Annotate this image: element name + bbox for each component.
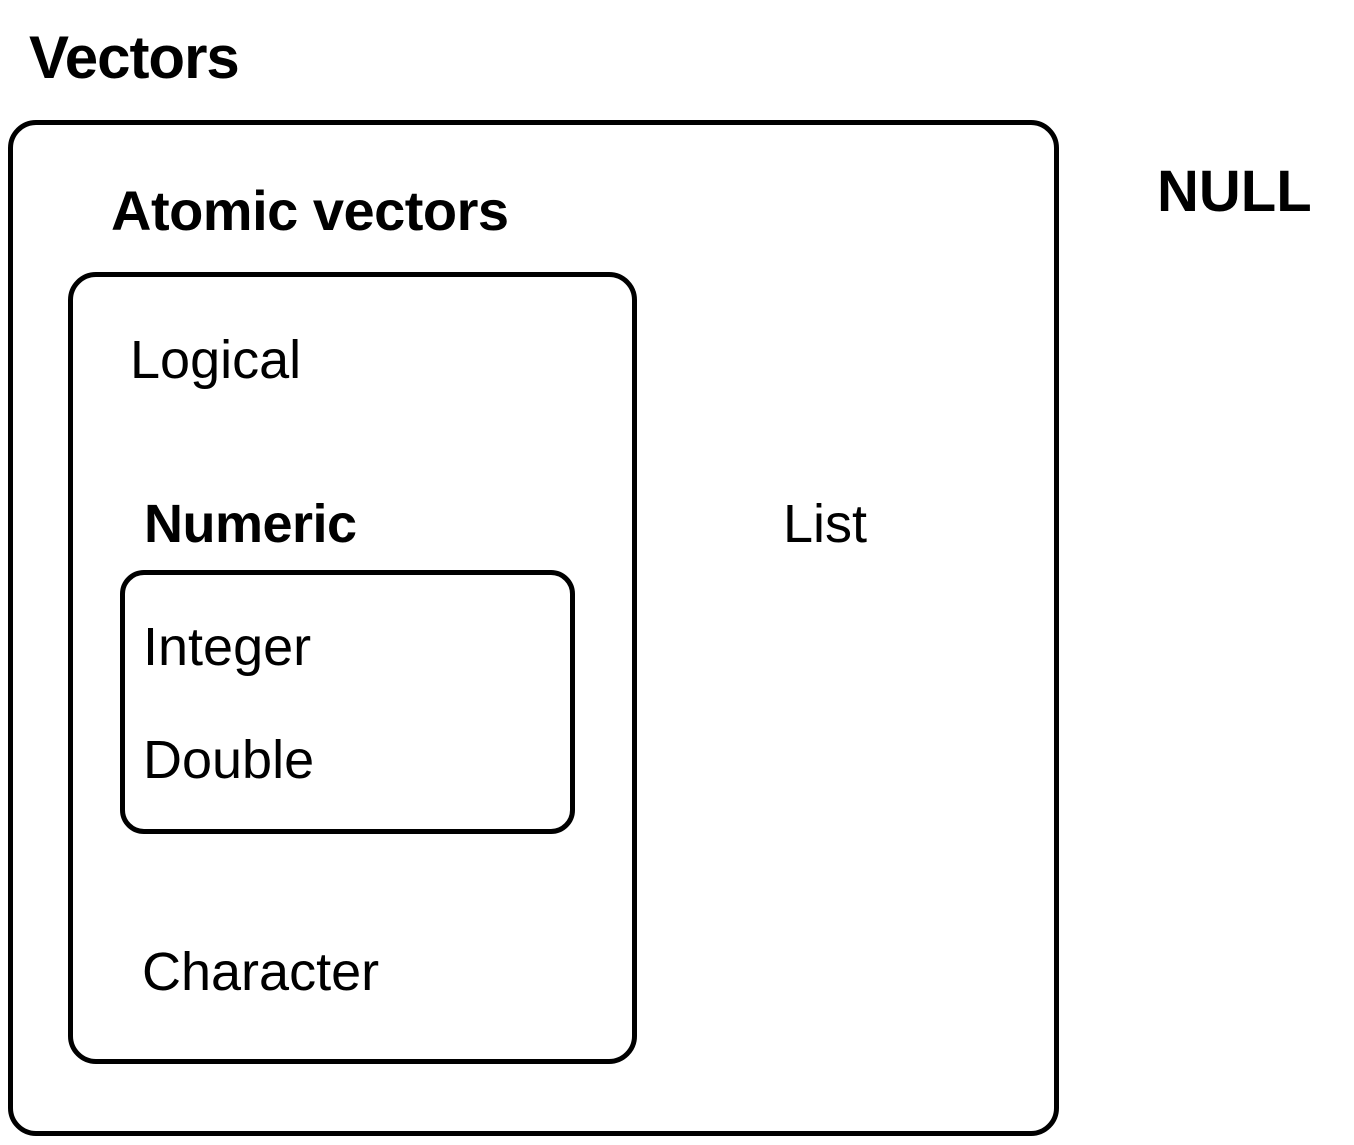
vectors-box [8,120,1059,1136]
null-label: NULL [1157,159,1312,224]
vectors-title: Vectors [29,24,240,91]
character-label: Character [142,942,380,1002]
integer-label: Integer [143,617,312,677]
numeric-box [120,570,575,834]
atomic-vectors-box [68,272,637,1064]
double-label: Double [143,730,315,790]
logical-label: Logical [130,330,302,390]
atomic-vectors-title: Atomic vectors [111,179,509,242]
numeric-title: Numeric [144,494,357,554]
list-label: List [783,494,868,554]
